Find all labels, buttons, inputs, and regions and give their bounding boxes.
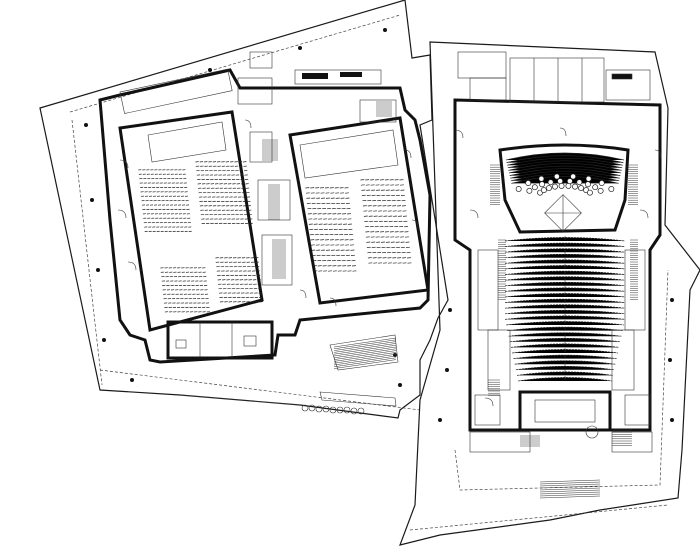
stalls-row xyxy=(509,337,621,343)
round-table xyxy=(576,179,583,186)
round-table xyxy=(566,178,573,185)
stalls-row xyxy=(504,253,626,259)
left-top-service-rooms xyxy=(119,51,397,286)
side-boxes xyxy=(474,249,651,426)
round-table xyxy=(584,181,591,188)
fan-seat-row xyxy=(511,176,619,184)
left-bottom-service-rooms xyxy=(166,320,274,360)
round-table xyxy=(565,182,572,189)
round-table xyxy=(585,175,592,182)
round-table xyxy=(592,184,599,191)
hall-1-block-1 xyxy=(138,169,192,232)
hall-2-stage xyxy=(299,129,399,179)
round-table xyxy=(597,187,604,194)
right-building xyxy=(399,41,700,546)
round-table xyxy=(538,175,545,182)
round-table xyxy=(540,187,547,194)
hall-1-stage xyxy=(147,121,227,163)
right-top-service-rooms xyxy=(457,51,651,103)
stage-area-wall xyxy=(498,143,630,234)
left-main-wall xyxy=(98,68,432,364)
left-terrace-dashed xyxy=(69,14,421,411)
right-doors xyxy=(454,127,662,407)
left-exterior-ramp xyxy=(179,334,399,415)
hall-1-wall xyxy=(118,110,264,332)
hall-1-block-3 xyxy=(160,267,210,313)
hall-1-block-2 xyxy=(195,161,253,224)
left-stairs xyxy=(262,101,392,279)
round-table xyxy=(552,183,558,190)
round-table xyxy=(545,185,552,192)
hall-1-seating xyxy=(138,161,263,313)
round-table xyxy=(608,186,615,192)
round-table xyxy=(557,178,564,185)
round-table xyxy=(547,179,554,186)
left-building xyxy=(39,0,449,419)
round-table xyxy=(531,184,538,191)
round-table xyxy=(558,182,565,189)
round-table xyxy=(515,186,522,192)
upper-fan-seating xyxy=(505,152,625,184)
round-table xyxy=(572,183,578,190)
hall-2-block-2 xyxy=(360,179,412,264)
stalls-row xyxy=(504,309,626,315)
right-columns xyxy=(438,298,674,422)
right-exterior-steps xyxy=(520,435,601,499)
hall-2-block-1 xyxy=(305,187,357,272)
stage-lift xyxy=(544,194,582,232)
round-table xyxy=(553,173,560,180)
right-main-wall xyxy=(453,98,662,432)
round-table-seating xyxy=(515,173,615,196)
round-table xyxy=(526,187,533,194)
hall-1-block-4 xyxy=(215,257,263,303)
round-table xyxy=(598,180,605,187)
right-stairs xyxy=(488,164,638,446)
hall-2-seating xyxy=(305,179,412,272)
round-table xyxy=(578,185,585,192)
stalls-row xyxy=(504,281,626,287)
stalls-seating xyxy=(504,236,626,382)
round-table xyxy=(539,181,546,188)
left-columns xyxy=(84,28,402,387)
round-table xyxy=(586,189,593,196)
right-site-outline xyxy=(399,41,700,546)
left-doors xyxy=(117,119,419,307)
hall-2-wall xyxy=(288,116,430,305)
round-table xyxy=(525,180,532,187)
stalls-row xyxy=(515,365,615,371)
round-table xyxy=(570,173,577,180)
